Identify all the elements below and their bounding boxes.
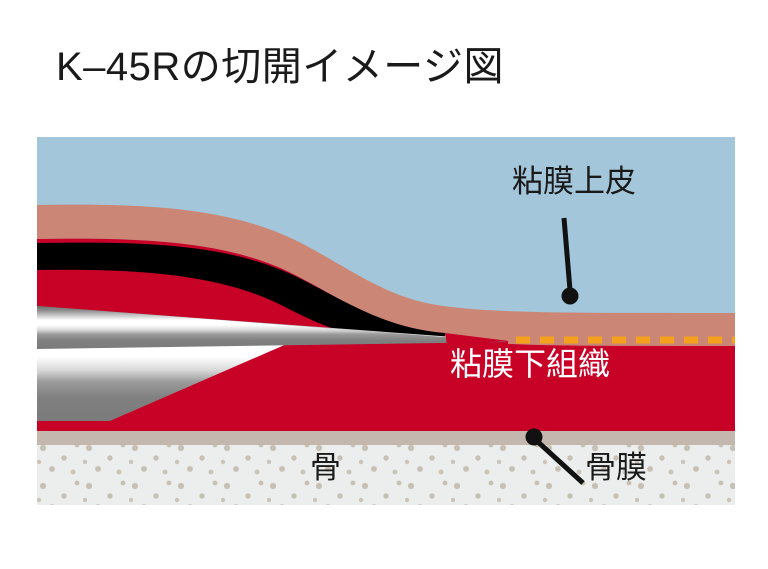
leader-dot-periosteum bbox=[525, 428, 543, 446]
bone-layer bbox=[37, 444, 735, 505]
blade-cutting-edge bbox=[37, 306, 508, 349]
page-title: K–45Rの切開イメージ図 bbox=[56, 45, 505, 89]
callout-periosteum: 骨膜 bbox=[525, 428, 647, 485]
label-submucosa: 粘膜下組織 bbox=[450, 346, 610, 382]
label-mucosal-epithelium: 粘膜上皮 bbox=[512, 164, 636, 199]
leader-dot-mucosal-epithelium bbox=[561, 287, 579, 305]
leader-line-mucosal-epithelium bbox=[561, 217, 573, 291]
label-periosteum: 骨膜 bbox=[585, 450, 647, 485]
diagram-canvas: 粘膜上皮 粘膜下組織 骨 骨膜 bbox=[37, 137, 735, 505]
periosteum-band bbox=[37, 431, 735, 445]
callout-mucosal-epithelium: 粘膜上皮 bbox=[512, 164, 636, 305]
leader-line-periosteum bbox=[536, 440, 585, 485]
label-bone: 骨 bbox=[310, 450, 341, 485]
submucosa-over-bevel bbox=[445, 333, 509, 345]
mucosal-epithelium-layer bbox=[37, 204, 735, 346]
submucosa-wedge-under-blade bbox=[110, 341, 508, 431]
blade-shadow-layer bbox=[37, 242, 445, 345]
incision-image-diagram: 粘膜上皮 粘膜下組織 骨 骨膜 bbox=[37, 137, 735, 505]
